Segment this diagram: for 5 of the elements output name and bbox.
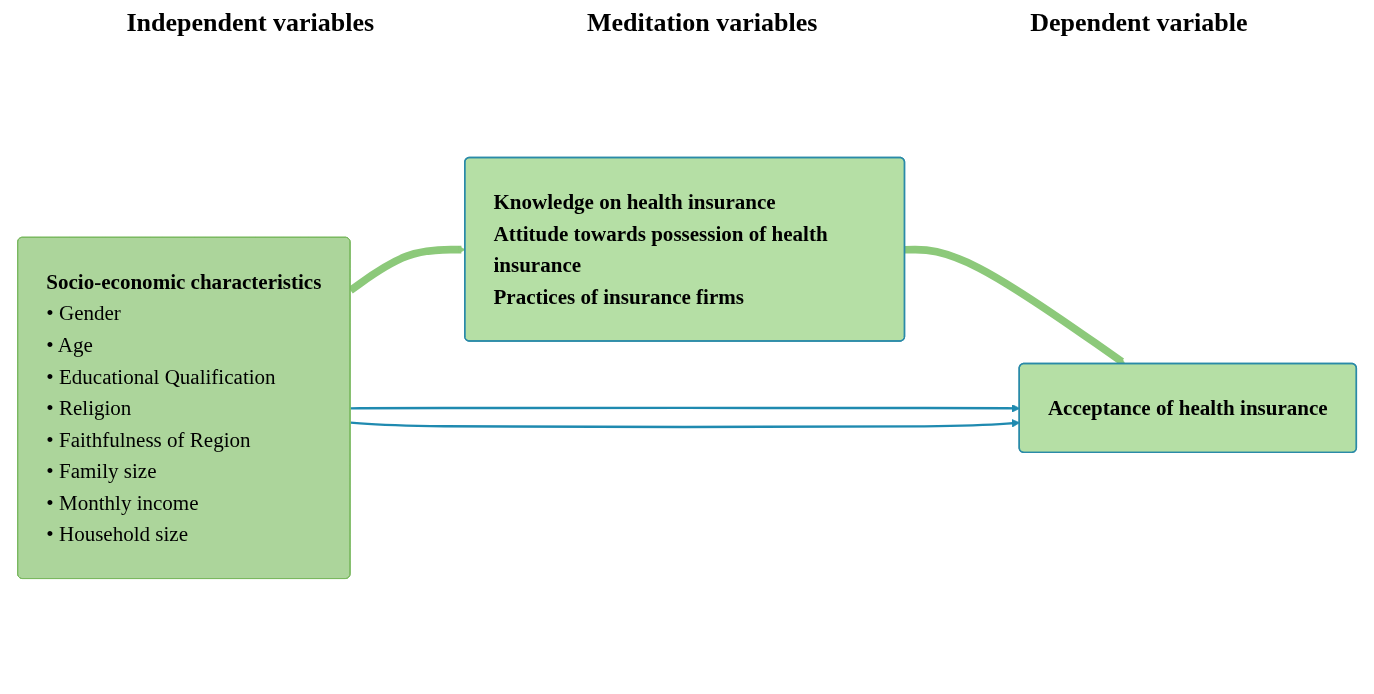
column-heading: Dependent variable (1030, 8, 1248, 39)
column-heading: Independent variables (126, 8, 375, 39)
arrow (904, 245, 1126, 365)
arrow (348, 245, 466, 294)
column-heading: Meditation variables (587, 8, 818, 39)
